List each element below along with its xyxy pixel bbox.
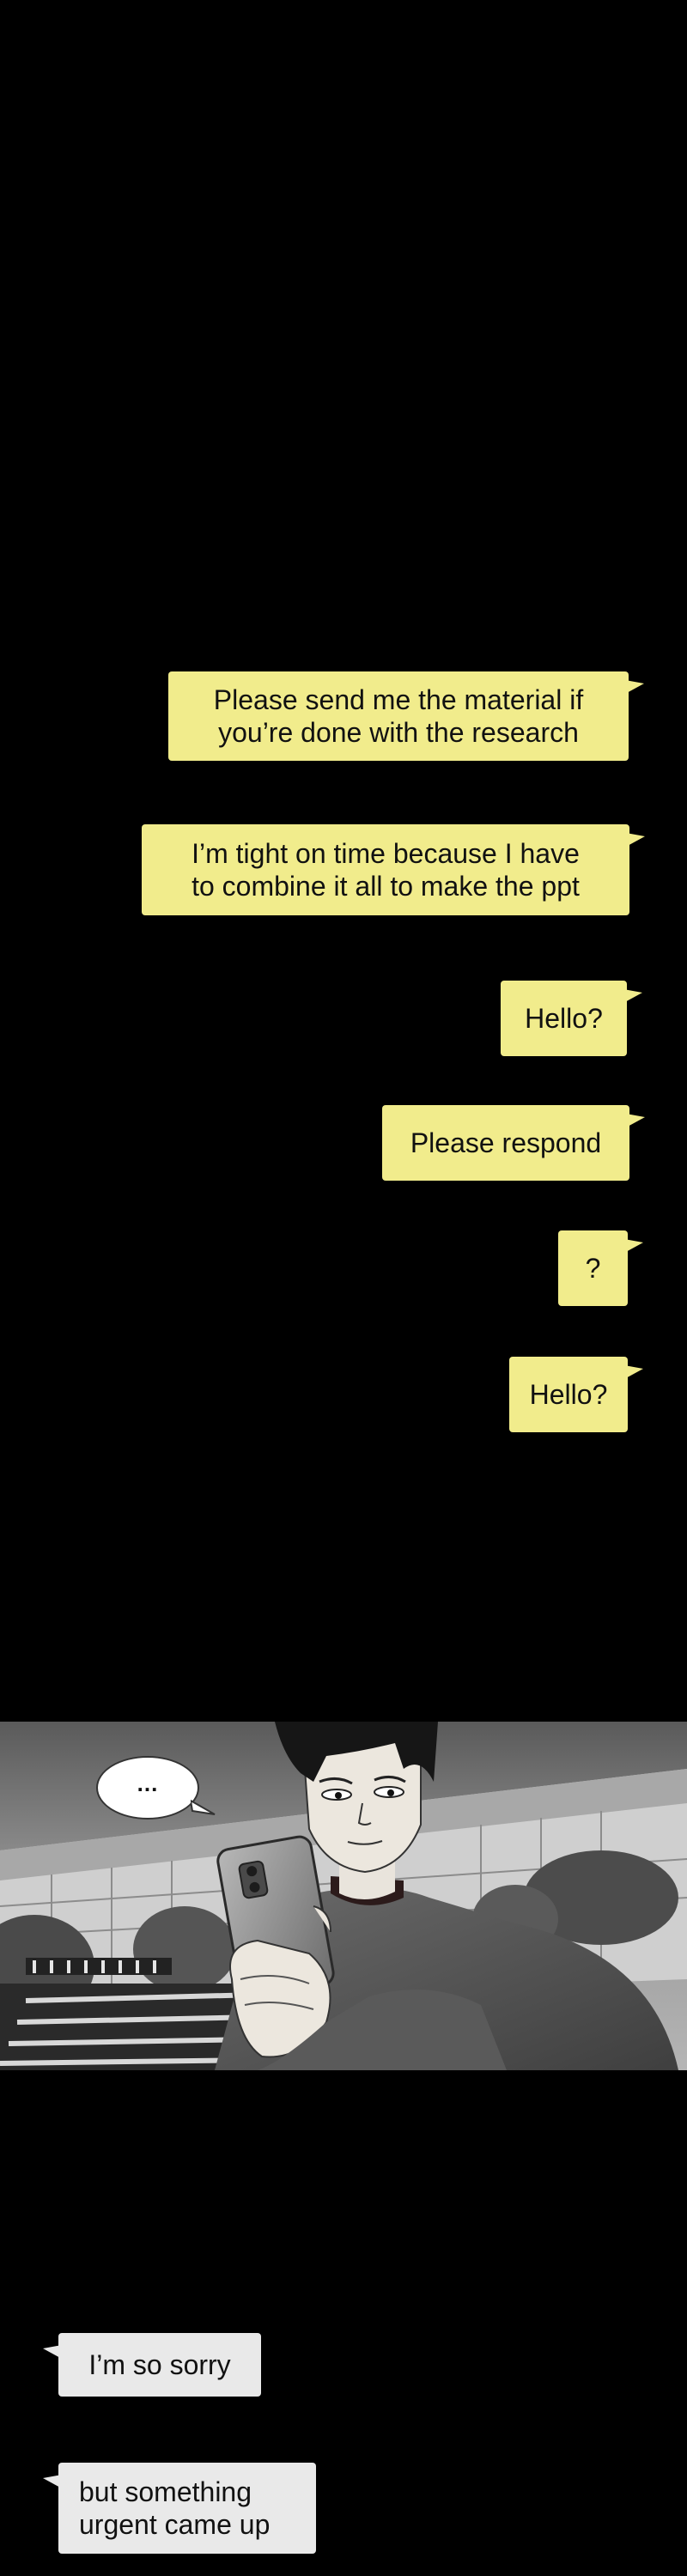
- received-message-2: but something urgent came up: [58, 2463, 316, 2554]
- sent-message-3: Hello?: [501, 981, 627, 1056]
- sent-message-4: Please respond: [382, 1105, 629, 1181]
- sent-message-5: ?: [558, 1230, 628, 1306]
- sent-message-6: Hello?: [509, 1357, 628, 1432]
- sent-message-2: I’m tight on time because I have to comb…: [142, 824, 629, 915]
- thought-bubble: ...: [96, 1756, 199, 1820]
- received-message-1: I’m so sorry: [58, 2333, 261, 2397]
- comic-panel: [0, 1722, 687, 2070]
- thought-bubble-tail: [191, 1799, 216, 1815]
- sent-message-1: Please send me the material if you’re do…: [168, 671, 629, 761]
